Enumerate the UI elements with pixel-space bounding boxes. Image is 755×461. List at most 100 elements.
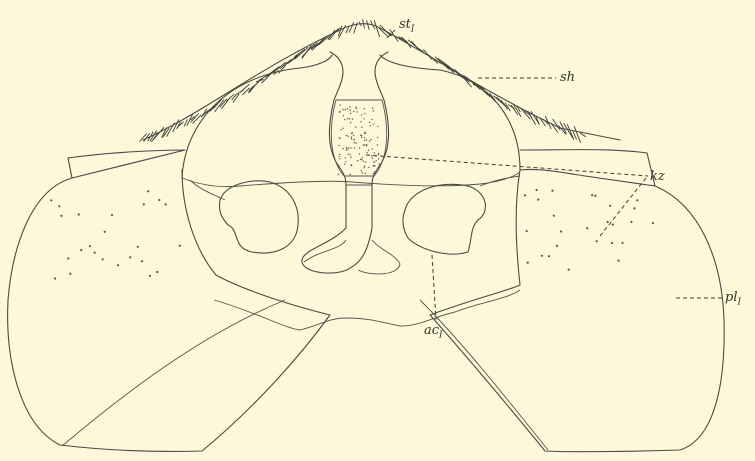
stipple-dot (375, 160, 376, 161)
stipple-dot (373, 165, 374, 166)
left-foramen-notch (190, 180, 225, 200)
sternal-foot (304, 240, 400, 274)
stipple-dot (526, 230, 528, 232)
stipple-dot (633, 207, 635, 209)
stipple-dot (553, 215, 555, 217)
stipple-dot (357, 160, 358, 161)
stipple-dot (351, 138, 352, 139)
stipple-dot (111, 214, 113, 216)
leader-kz-lower (600, 178, 646, 236)
stipple-dot (361, 114, 362, 115)
central-plate-outline (182, 55, 520, 178)
stipple-dot (371, 155, 372, 156)
stipple-dot (362, 172, 363, 173)
left-lobe-inner-edge (62, 300, 285, 446)
stipple-dot (371, 148, 372, 149)
stipple-dot (341, 129, 342, 130)
stipple-dot (348, 136, 349, 137)
stipple-dot (350, 147, 351, 148)
stipple-dot (372, 158, 373, 159)
stipple-dot (344, 119, 345, 120)
stipple-dot (363, 118, 364, 119)
stipple-dot (352, 132, 353, 133)
stipple-dot (60, 215, 62, 217)
stipple-dot (621, 242, 623, 244)
hair-stroke (423, 49, 432, 59)
stipple-dot (147, 190, 149, 192)
stipple-dot (78, 213, 80, 215)
stipple-dot (102, 258, 104, 260)
right-flap-outline (520, 150, 655, 186)
label-pl: plI (725, 291, 741, 308)
stipple-dot (353, 111, 354, 112)
stipple-dot (349, 154, 350, 155)
hair-stroke (279, 65, 286, 74)
stipple-dot (363, 161, 364, 162)
stipple-dot (342, 109, 343, 110)
stipple-dot (360, 121, 361, 122)
stipple-dot (368, 150, 369, 151)
stipple-dot (524, 194, 526, 196)
stipple-dot (69, 273, 71, 275)
sternal-stalk (302, 52, 389, 273)
stipple-dot (560, 230, 562, 232)
stipple-dot (342, 148, 343, 149)
stipple-dot (58, 205, 60, 207)
hair-stroke (513, 103, 521, 117)
stipple-dot (364, 137, 365, 138)
stipple-dot (370, 125, 371, 126)
hair-stroke (349, 22, 354, 32)
stipple-dot (377, 144, 378, 145)
stipple-dot (345, 161, 346, 162)
stipple-dot (361, 159, 362, 160)
stipple-dot (630, 221, 632, 223)
stipple-dot (344, 164, 345, 165)
stipple-dot (362, 157, 363, 158)
stipple-dot (350, 164, 351, 165)
upper-shield-outline (143, 24, 620, 140)
hair-fringe (140, 19, 586, 143)
stipple-dot (591, 194, 593, 196)
stipple-dot (117, 264, 119, 266)
stipple-dot (179, 245, 181, 247)
stipple-dot (536, 189, 538, 191)
stipple-dot (158, 199, 160, 201)
stipple-dot (369, 141, 370, 142)
stipple-dot (596, 240, 598, 242)
stipple-dot (364, 108, 365, 109)
stipple-dot (359, 147, 360, 148)
stippling (50, 104, 654, 279)
stipple-dot (372, 173, 373, 174)
stipple-dot (338, 165, 339, 166)
stipple-dot (338, 145, 339, 146)
stipple-dot (345, 157, 346, 158)
stipple-dot (607, 221, 609, 223)
stipple-dot (156, 271, 158, 273)
stipple-dot (378, 153, 379, 154)
stipple-dot (366, 139, 367, 140)
stipple-dot (129, 256, 131, 258)
stipple-dot (80, 249, 82, 251)
stipple-dot (374, 165, 375, 166)
stipple-dot (143, 203, 145, 205)
stipple-dot (94, 252, 96, 254)
stipple-dot (141, 260, 143, 262)
central-plate-lower-edge (214, 290, 520, 330)
stipple-dot (352, 118, 353, 119)
stipple-dot (346, 147, 347, 148)
right-lobe-outline (430, 170, 724, 452)
stipple-dot (351, 133, 352, 134)
stipple-dot (363, 145, 364, 146)
leader-ac (432, 255, 436, 320)
stipple-dot (54, 277, 56, 279)
stipple-dot (340, 104, 341, 105)
left-flap-outline (68, 150, 185, 178)
stipple-dot (339, 154, 340, 155)
stipple-dot (361, 137, 362, 138)
stipple-dot (612, 224, 614, 226)
stipple-dot (378, 154, 379, 155)
stipple-dot (377, 126, 378, 127)
stipple-dot (343, 115, 344, 116)
